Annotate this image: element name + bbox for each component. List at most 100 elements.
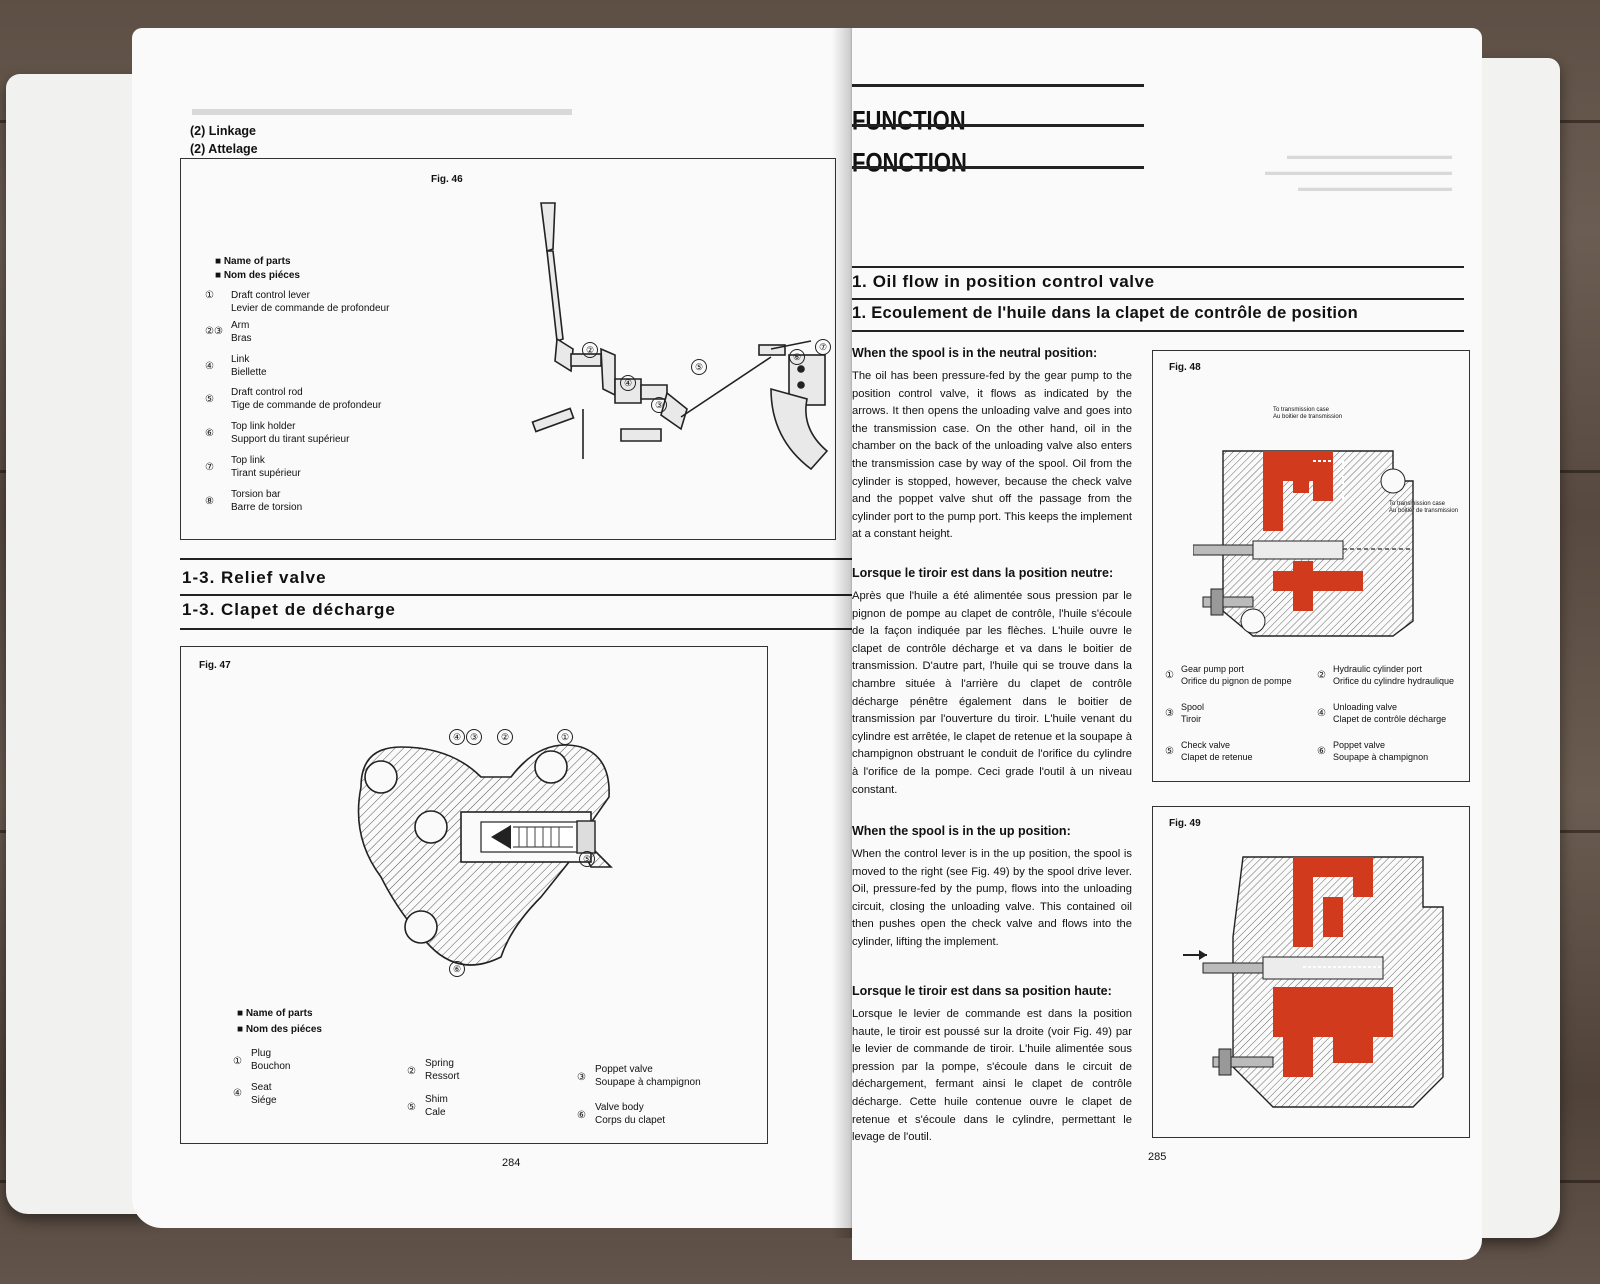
part-name-fr: Support du tirant supérieur xyxy=(231,434,350,445)
annotation: To transmission case Au boitier de trans… xyxy=(1389,501,1458,515)
heading-rule xyxy=(852,266,1464,268)
legend-en: Spool xyxy=(1181,702,1205,712)
heading-rule xyxy=(852,124,1144,127)
legend-en: Poppet valve xyxy=(1333,740,1386,750)
right-page: FUNCTION FONCTION ▬▬▬▬▬▬▬▬▬▬▬▬▬▬▬ ▬▬▬▬▬▬… xyxy=(852,28,1482,1260)
part-name-en: Plug xyxy=(251,1048,272,1059)
valve-neutral-diagram xyxy=(1193,450,1414,637)
heading-rule xyxy=(852,330,1464,332)
part-name-fr: Bouchon xyxy=(251,1061,291,1072)
annotation-en: To transmission case xyxy=(1389,501,1446,507)
callout: ④ xyxy=(620,375,636,391)
legend-fr: Clapet de contrôle décharge xyxy=(1333,714,1447,724)
bleed-through: ▬▬▬▬▬▬▬▬▬▬▬▬▬▬▬ ▬▬▬▬▬▬▬▬▬▬▬▬▬▬▬▬▬ ▬▬▬▬▬▬… xyxy=(1265,150,1452,194)
legend-en: Unloading valve xyxy=(1333,702,1398,712)
part-name-fr: Barre de torsion xyxy=(231,502,303,513)
legend-number: ② xyxy=(1317,670,1326,681)
legend-number: ⑤ xyxy=(1165,746,1174,757)
part-name-en: Top link xyxy=(231,455,265,466)
figure-label: Fig. 46 xyxy=(431,174,463,185)
parts-header-en: ■ Name of parts xyxy=(237,1008,313,1019)
neutral-text-en: The oil has been pressure-fed by the gea… xyxy=(852,370,1132,541)
legend-fr: Orifice du cylindre hydraulique xyxy=(1333,676,1455,686)
legend-en: Check valve xyxy=(1181,740,1231,750)
part-name-en: Spring xyxy=(425,1058,454,1069)
part-number: ② xyxy=(407,1066,416,1077)
neutral-heading-en: When the spool is in the neutral positio… xyxy=(852,346,1098,360)
legend-number: ③ xyxy=(1165,708,1174,719)
figure-47: Fig. 47 ④ ③ ② ① ⑤ ⑥ ■ Name of parts xyxy=(180,646,768,1144)
callout: ⑦ xyxy=(815,339,831,355)
page-number: 284 xyxy=(502,1157,521,1169)
figure-label: Fig. 48 xyxy=(1169,362,1201,373)
part-name-en: Arm xyxy=(231,320,250,331)
part-number: ⑤ xyxy=(407,1102,416,1113)
part-name-fr: Bras xyxy=(231,333,252,344)
section-heading-en: (2) Linkage xyxy=(190,124,256,138)
part-number: ②③ xyxy=(205,326,223,337)
function-heading-en: FUNCTION xyxy=(852,105,966,136)
figure-48: Fig. 48 To transmission case Au boitier … xyxy=(1152,350,1470,782)
legend-number: ① xyxy=(1165,670,1174,681)
legend-fr: Tiroir xyxy=(1181,714,1202,724)
part-name-fr: Levier de commande de profondeur xyxy=(231,303,390,314)
up-text-fr: Lorsque le levier de commande est dans l… xyxy=(852,1008,1132,1144)
part-number: ⑥ xyxy=(577,1110,586,1121)
part-name-en: Draft control rod xyxy=(231,387,303,398)
up-heading-en: When the spool is in the up position: xyxy=(852,824,1071,838)
part-name-fr: Siége xyxy=(251,1095,277,1106)
part-number: ⑥ xyxy=(205,428,214,439)
annotation-fr: Au boitier de transmission xyxy=(1389,508,1459,514)
part-number: ⑧ xyxy=(205,496,214,507)
callout: ① xyxy=(557,729,573,745)
neutral-heading-fr: Lorsque le tiroir est dans la position n… xyxy=(852,566,1114,580)
callout: ② xyxy=(497,729,513,745)
callout: ⑥ xyxy=(449,961,465,977)
callout: ⑤ xyxy=(579,851,595,867)
valve-up-diagram xyxy=(1183,856,1444,1108)
annotation: To transmission case Au boitier de trans… xyxy=(1273,407,1342,421)
neutral-text-fr: Après que l'huile a été alimentée sous p… xyxy=(852,590,1132,796)
function-heading-fr: FONCTION xyxy=(852,147,967,178)
up-text-en: When the control lever is in the up posi… xyxy=(852,848,1132,948)
part-name-en: Seat xyxy=(251,1082,272,1093)
annotation-fr: Au boitier de transmission xyxy=(1273,414,1343,420)
figure-46: Fig. 46 ■ Name of parts ■ Nom des piéces… xyxy=(180,158,836,540)
relief-heading-en: 1-3. Relief valve xyxy=(182,568,327,587)
callout: ② xyxy=(582,342,598,358)
up-heading-fr: Lorsque le tiroir est dans sa position h… xyxy=(852,984,1112,998)
heading-rule xyxy=(180,594,852,596)
oil-heading-en: 1. Oil flow in position control valve xyxy=(852,272,1155,291)
relief-heading-fr: 1-3. Clapet de décharge xyxy=(182,600,396,619)
legend-number: ⑥ xyxy=(1317,746,1326,757)
heading-rule xyxy=(852,166,1144,169)
part-name-en: Valve body xyxy=(595,1102,644,1113)
left-page-stack xyxy=(6,74,156,1214)
part-name-fr: Soupape à champignon xyxy=(595,1077,701,1088)
part-name-fr: Biellette xyxy=(231,367,267,378)
callout: ⑥ xyxy=(789,349,805,365)
part-number: ⑤ xyxy=(205,394,214,405)
left-page: ▬▬▬▬▬▬▬▬▬▬▬▬▬▬▬▬▬▬▬ (2) Linkage (2) Atte… xyxy=(132,28,852,1228)
heading-rule xyxy=(180,628,852,630)
linkage-diagram xyxy=(531,202,829,471)
part-name-fr: Tirant supérieur xyxy=(231,468,301,479)
part-number: ④ xyxy=(205,361,214,372)
part-number: ① xyxy=(233,1056,242,1067)
parts-header-fr: ■ Nom des piéces xyxy=(237,1024,322,1035)
legend-number: ④ xyxy=(1317,708,1326,719)
figure-label: Fig. 49 xyxy=(1169,818,1201,829)
part-number: ① xyxy=(205,290,214,301)
part-name-en: Top link holder xyxy=(231,421,296,432)
part-name-en: Link xyxy=(231,354,250,365)
figure-label: Fig. 47 xyxy=(199,660,231,671)
relief-valve-diagram xyxy=(357,744,613,966)
annotation-en: To transmission case xyxy=(1273,407,1330,413)
part-name-fr: Cale xyxy=(425,1107,446,1118)
legend-en: Hydraulic cylinder port xyxy=(1333,664,1423,674)
figure-49: Fig. 49 xyxy=(1152,806,1470,1138)
part-name-fr: Corps du clapet xyxy=(595,1115,666,1126)
heading-rule xyxy=(852,84,1144,87)
part-name-en: Poppet valve xyxy=(595,1064,653,1075)
callout: ⑤ xyxy=(691,359,707,375)
